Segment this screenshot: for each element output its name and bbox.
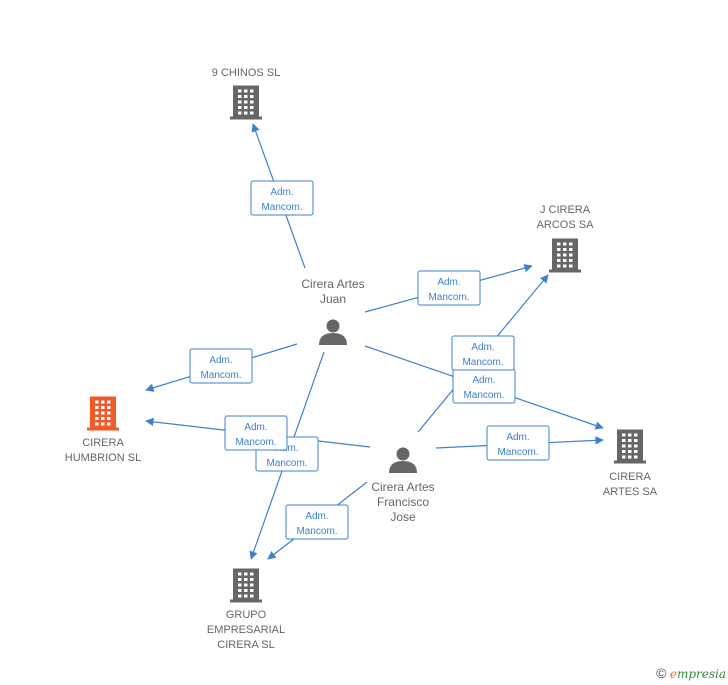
edge-label-line: Mancom. (497, 447, 538, 458)
node-label: Jose (390, 510, 416, 524)
copyright-icon: © (656, 665, 667, 681)
node-label: CIRERA SL (217, 639, 274, 651)
company-node-grupo[interactable]: GRUPO EMPRESARIAL CIRERA SL (207, 568, 285, 652)
company-node-humbrion[interactable]: CIRERA HUMBRION SL (65, 396, 141, 465)
edge-label-francisco-humbrion[interactable]: Adm. Mancom. (224, 415, 288, 451)
edge-label-line: Mancom. (463, 390, 504, 401)
brand-name: mpresia (676, 667, 726, 681)
person-icon (319, 319, 347, 345)
node-label: 9 CHINOS SL (212, 67, 280, 79)
node-label: Cirera Artes (371, 480, 434, 494)
edge-label-line: Mancom. (266, 458, 307, 469)
node-label: ARCOS SA (537, 219, 595, 231)
node-label: CIRERA (609, 471, 651, 483)
company-node-cireraartes[interactable]: CIRERA ARTES SA (603, 429, 658, 499)
node-label: Juan (320, 292, 346, 306)
edge-label-line: Adm. (270, 187, 293, 198)
building-icon (230, 85, 262, 120)
building-icon (230, 568, 262, 603)
edge-label-line: Mancom. (235, 437, 276, 448)
edge-label-line: Adm. (305, 511, 328, 522)
edge-label-line: Mancom. (296, 526, 337, 537)
node-label: HUMBRION SL (65, 452, 141, 464)
node-label: ARTES SA (603, 486, 658, 498)
edge-label-line: Adm. (506, 432, 529, 443)
edge-label-line: Adm. (209, 355, 232, 366)
edge-label-francisco-grupo[interactable]: Adm. Mancom. (285, 504, 349, 540)
node-label: CIRERA (82, 437, 124, 449)
edge-label-juan-jcirera[interactable]: Adm. Mancom. (417, 270, 481, 306)
edge-label-line: Mancom. (200, 370, 241, 381)
node-label: J CIRERA (540, 204, 591, 216)
brand-initial: e (669, 667, 677, 681)
node-label: Francisco (377, 495, 429, 509)
company-node-9chinos[interactable]: 9 CHINOS SL (212, 67, 280, 120)
edge-label-francisco-jcirera[interactable]: Adm. Mancom. (451, 335, 515, 371)
edge-label-juan-humbrion[interactable]: Adm. Mancom. (189, 348, 253, 384)
node-label: EMPRESARIAL (207, 624, 285, 636)
edge-label-juan-cireraartes[interactable]: Adm. Mancom. (452, 368, 516, 404)
edge-label-francisco-cireraartes[interactable]: Adm. Mancom. (486, 425, 550, 461)
edge-label-line: Mancom. (261, 202, 302, 213)
node-label: GRUPO (226, 609, 267, 621)
footer-brand: © empresia (656, 665, 726, 681)
edge-label-line: Adm. (472, 375, 495, 386)
edge-label-juan-9chinos[interactable]: Adm. Mancom. (250, 180, 314, 216)
building-icon (549, 238, 581, 273)
edge-label-line: Adm. (244, 422, 267, 433)
node-label: Cirera Artes (301, 277, 364, 291)
edge-label-line: Adm. (471, 342, 494, 353)
edge-label-line: Adm. (437, 277, 460, 288)
person-icon (389, 447, 417, 473)
edge-label-line: Mancom. (462, 357, 503, 368)
building-icon (614, 429, 646, 464)
edge-label-line: Mancom. (428, 292, 469, 303)
building-icon (87, 396, 119, 431)
company-node-jcirera[interactable]: J CIRERA ARCOS SA (537, 204, 595, 273)
